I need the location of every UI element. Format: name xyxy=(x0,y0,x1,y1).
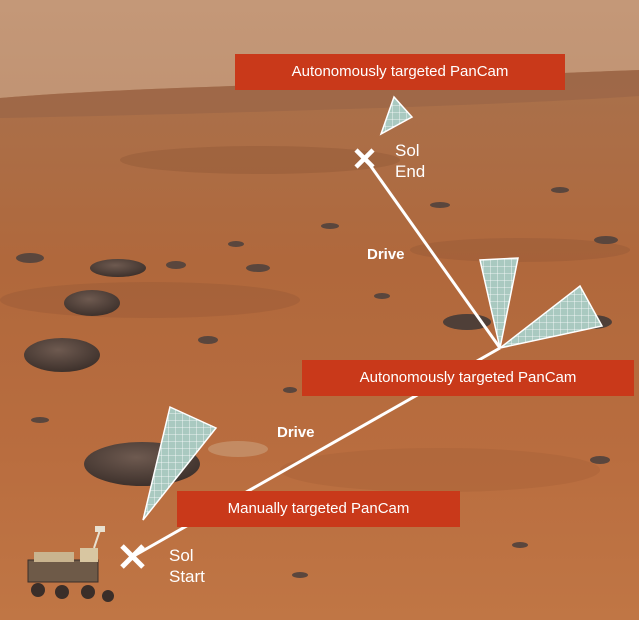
camera-field-of-view-icon xyxy=(142,405,218,521)
sol-start-label: Sol Start xyxy=(169,545,205,587)
rock xyxy=(24,338,100,372)
rock xyxy=(321,223,339,229)
rock xyxy=(246,264,270,272)
rover-icon xyxy=(27,526,114,602)
rock xyxy=(283,387,297,393)
sol-start-line2: Start xyxy=(169,567,205,586)
callout-middle: Autonomously targeted PanCam xyxy=(302,360,634,396)
drive-label-upper: Drive xyxy=(367,246,405,263)
drive-segment-upper xyxy=(363,157,502,349)
sol-end-line2: End xyxy=(395,162,426,181)
rock xyxy=(512,542,528,548)
sol-end-label: Sol End xyxy=(395,140,425,182)
rock xyxy=(166,261,186,269)
x-mark-icon xyxy=(120,544,145,569)
rock xyxy=(16,253,44,263)
rock xyxy=(31,417,49,423)
rock xyxy=(90,259,146,277)
camera-field-of-view-icon xyxy=(499,284,604,349)
rock xyxy=(551,187,569,193)
rock xyxy=(198,336,218,344)
x-mark-icon xyxy=(354,148,375,169)
sand-patch xyxy=(120,146,400,174)
sand-patch xyxy=(280,448,600,492)
sol-start-line1: Sol xyxy=(169,546,194,565)
rock xyxy=(430,202,450,208)
rock xyxy=(64,290,120,316)
sand-patch xyxy=(410,238,630,262)
callout-bottom: Manually targeted PanCam xyxy=(177,491,460,527)
sol-end-line1: Sol xyxy=(395,141,420,160)
camera-field-of-view-icon xyxy=(479,257,519,349)
rock xyxy=(228,241,244,247)
callout-top: Autonomously targeted PanCam xyxy=(235,54,565,90)
rock xyxy=(292,572,308,578)
sand-patch xyxy=(0,282,300,318)
rock xyxy=(208,441,268,457)
camera-field-of-view-icon xyxy=(379,95,414,136)
drive-label-lower: Drive xyxy=(277,424,315,441)
rock xyxy=(374,293,390,299)
rock xyxy=(590,456,610,464)
rock xyxy=(594,236,618,244)
